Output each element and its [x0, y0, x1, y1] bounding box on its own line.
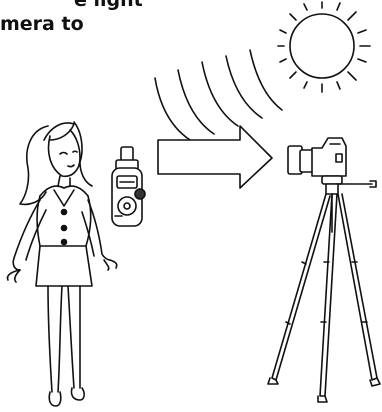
camera-on-tripod-icon [268, 138, 380, 402]
light-rays-icon [155, 50, 282, 140]
sun-icon [278, 2, 370, 92]
woman-figure-icon [8, 122, 117, 406]
light-meter-icon [112, 147, 145, 226]
right-arrow-icon [158, 126, 272, 188]
